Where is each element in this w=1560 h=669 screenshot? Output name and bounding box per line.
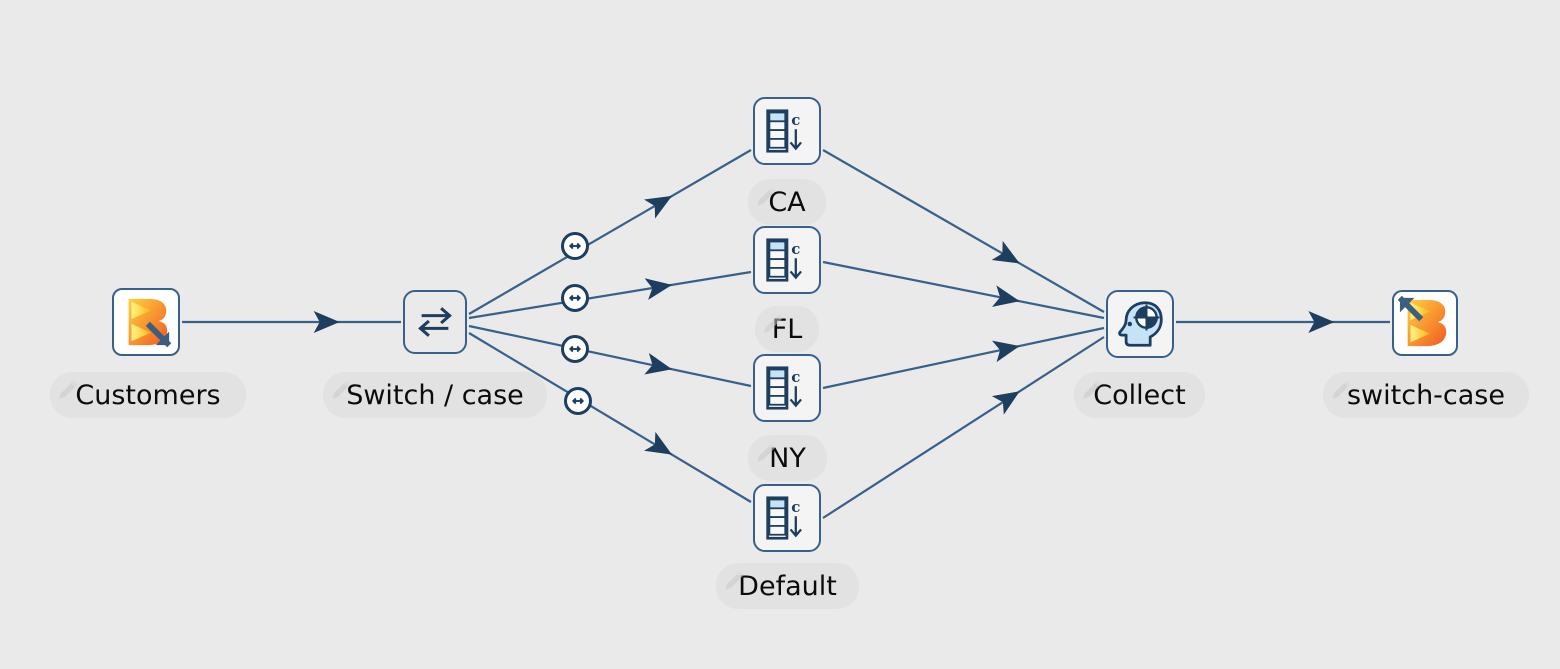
node-branch-ny[interactable]: c [753, 354, 821, 422]
edit-pencil-icon[interactable] [329, 376, 355, 402]
edge-customers-switch[interactable] [182, 311, 401, 333]
bidirectional-arrow-icon [567, 238, 583, 254]
node-label-branch-default[interactable]: Default [716, 563, 859, 609]
switch-arrows-icon [413, 302, 457, 342]
node-switch-case[interactable] [403, 290, 467, 354]
svg-text:c: c [791, 498, 800, 516]
edge-fl-collect[interactable] [822, 260, 1105, 320]
edit-pencil-icon[interactable] [754, 183, 780, 209]
conn-ca[interactable] [561, 232, 589, 260]
knime-table-writer-logo-icon [1398, 296, 1452, 350]
node-label-text: Switch / case [346, 379, 524, 411]
node-label-output[interactable]: switch-case [1323, 372, 1529, 418]
edge-arrowhead [991, 340, 1020, 363]
svg-text:c: c [791, 111, 800, 129]
head-target-icon [1115, 299, 1165, 349]
edit-pencil-icon[interactable] [1080, 376, 1106, 402]
sort-column-descending-icon: c [764, 109, 810, 153]
bidirectional-arrow-icon [567, 290, 583, 306]
node-label-branch-fl[interactable]: FL [755, 306, 819, 352]
svg-text:c: c [791, 240, 800, 258]
node-collect[interactable] [1106, 290, 1174, 358]
node-label-collect[interactable]: Collect [1074, 372, 1205, 418]
edge-ca-collect[interactable] [822, 149, 1105, 313]
svg-text:c: c [791, 368, 800, 386]
edge-arrowhead [644, 278, 673, 300]
sort-column-descending-icon: c [764, 496, 810, 540]
node-label-text: switch-case [1346, 379, 1505, 411]
conn-ny[interactable] [561, 335, 589, 363]
node-label-text: NY [769, 442, 806, 474]
node-branch-ca[interactable]: c [753, 97, 821, 165]
edit-pencil-icon[interactable] [56, 376, 82, 402]
edge-arrowhead [991, 391, 1020, 415]
sort-column-descending-icon: c [764, 366, 810, 410]
edge-collect-output[interactable] [1176, 311, 1390, 333]
edit-pencil-icon[interactable] [754, 439, 780, 465]
edge-arrowhead [644, 195, 673, 219]
edge-arrowhead [644, 353, 673, 375]
edit-pencil-icon[interactable] [761, 310, 787, 336]
edge-switch-ca[interactable] [468, 149, 752, 315]
node-label-text: Collect [1093, 379, 1186, 411]
bidirectional-arrow-icon [567, 341, 583, 357]
node-label-text: Default [738, 570, 837, 602]
edge-default-collect[interactable] [822, 336, 1105, 519]
node-branch-default[interactable]: c [753, 484, 821, 552]
edge-switch-fl[interactable] [468, 270, 752, 320]
edge-arrowhead [644, 431, 673, 455]
node-label-branch-ca[interactable]: CA [748, 179, 826, 225]
node-output[interactable] [1392, 290, 1458, 356]
conn-default[interactable] [564, 387, 592, 415]
edge-arrowhead [991, 240, 1020, 264]
sort-column-descending-icon: c [764, 238, 810, 282]
node-label-branch-ny[interactable]: NY [748, 435, 827, 481]
edge-arrowhead [992, 285, 1020, 307]
node-label-switch-case[interactable]: Switch / case [323, 372, 547, 418]
edge-arrowhead [1308, 311, 1335, 333]
bidirectional-arrow-icon [570, 393, 586, 409]
node-label-customers[interactable]: Customers [50, 372, 246, 418]
knime-table-reader-logo-icon [119, 295, 173, 349]
edit-pencil-icon[interactable] [722, 567, 748, 593]
edit-pencil-icon[interactable] [1329, 376, 1355, 402]
node-customers[interactable] [112, 288, 180, 356]
edge-arrowhead [313, 311, 340, 333]
node-branch-fl[interactable]: c [753, 226, 821, 294]
conn-fl[interactable] [561, 284, 589, 312]
node-label-text: Customers [75, 379, 221, 411]
edge-ny-collect[interactable] [822, 326, 1105, 390]
